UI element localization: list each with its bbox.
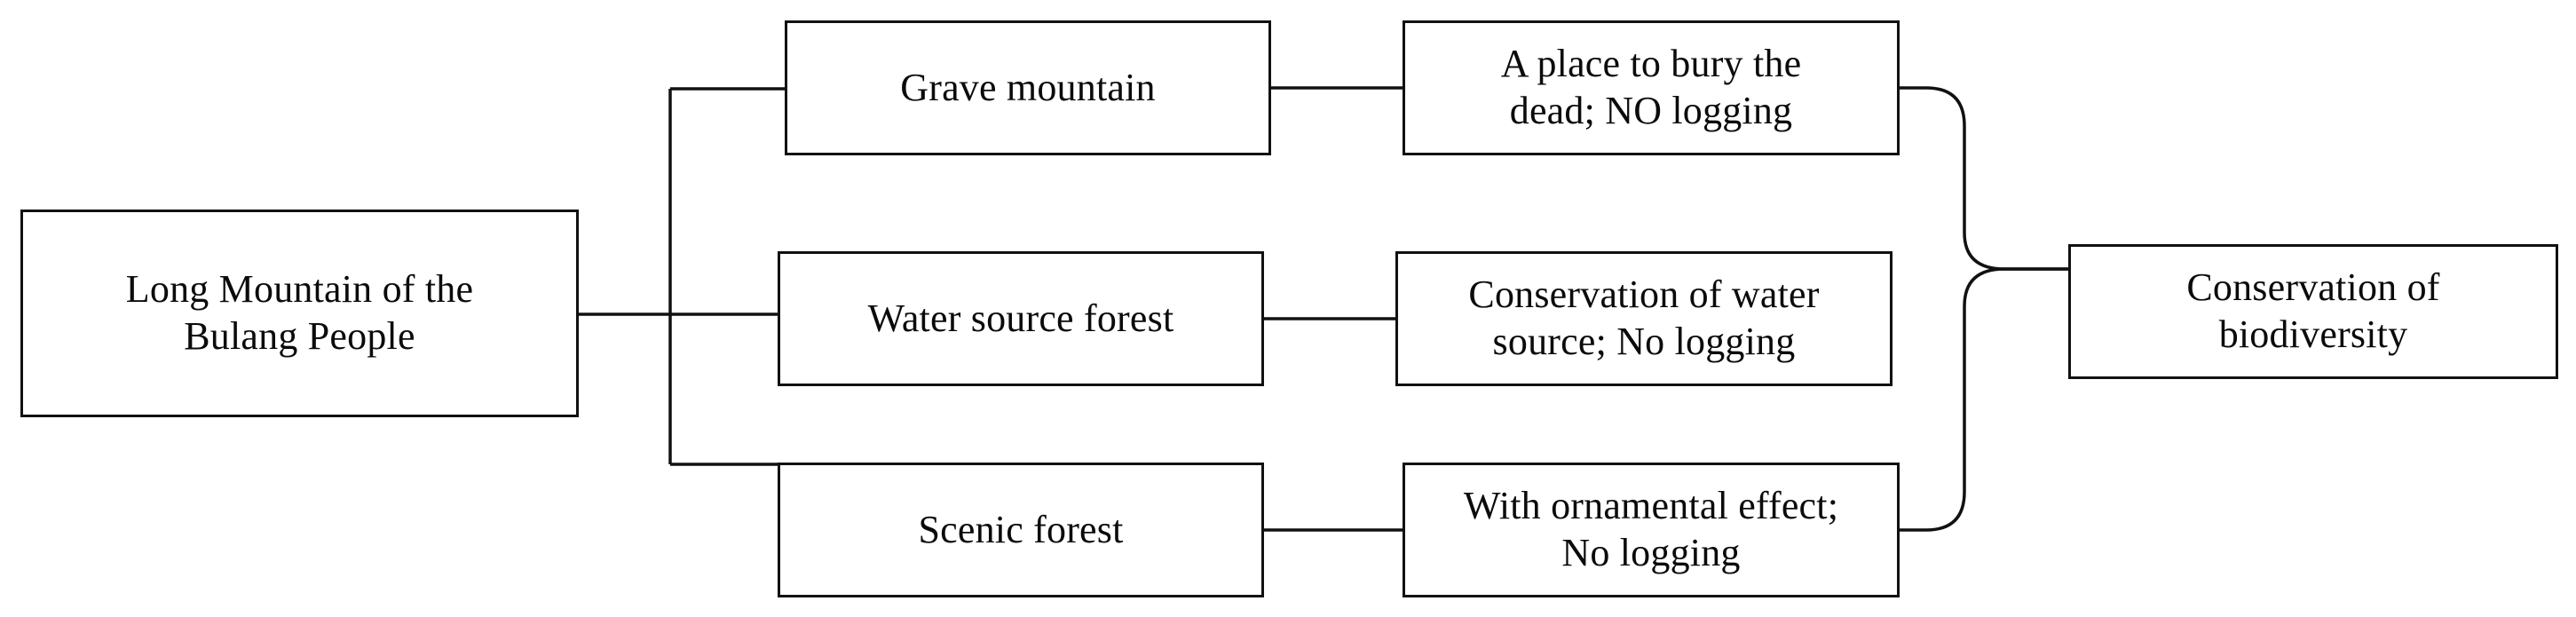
node-outcome-biodiversity[interactable]: Conservation of biodiversity [2068,244,2558,379]
node-root-label: Long Mountain of the Bulang People [125,267,474,358]
node-water-detail[interactable]: Conservation of water source; No logging [1395,251,1892,386]
node-scenic-detail-label: With ornamental effect; No logging [1463,484,1839,574]
node-grave-mountain-label: Grave mountain [900,65,1156,109]
node-grave-detail[interactable]: A place to bury the dead; NO logging [1403,20,1900,155]
node-scenic-forest-label: Scenic forest [918,507,1124,551]
edge-detail-scenic-to-outcome [1900,267,2068,532]
node-water-source-forest-label: Water source forest [867,296,1174,340]
node-outcome-biodiversity-label: Conservation of biodiversity [2186,265,2440,356]
node-scenic-forest[interactable]: Scenic forest [778,463,1264,597]
node-grave-mountain[interactable]: Grave mountain [785,20,1271,155]
node-scenic-detail[interactable]: With ornamental effect; No logging [1403,463,1900,597]
node-root[interactable]: Long Mountain of the Bulang People [20,210,579,417]
node-water-detail-label: Conservation of water source; No logging [1468,273,1820,363]
node-grave-detail-label: A place to bury the dead; NO logging [1500,42,1802,132]
edge-detail-grave-to-outcome [1900,86,2068,271]
node-water-source-forest[interactable]: Water source forest [778,251,1264,386]
